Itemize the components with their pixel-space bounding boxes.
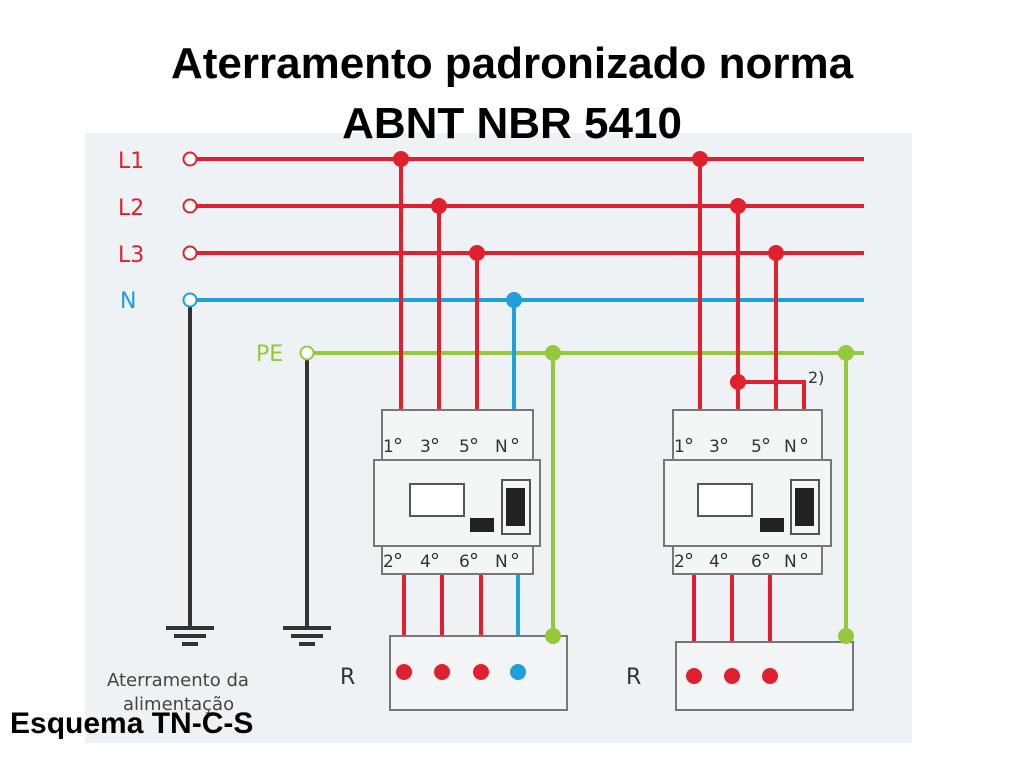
- device-1-junctions: [393, 151, 561, 361]
- terminal-l3: [182, 245, 198, 261]
- svg-text:N: N: [495, 552, 508, 572]
- device-1-indicator: [409, 483, 465, 517]
- svg-text:2: 2: [674, 552, 685, 572]
- device-1-breaker: [373, 409, 541, 575]
- device-1-top-terminals: 1 3 5 N: [383, 437, 519, 457]
- svg-text:3: 3: [420, 437, 431, 457]
- page-title: Aterramento padronizado norma ABNT NBR 5…: [0, 34, 1024, 154]
- ground-symbol-2: [283, 626, 331, 646]
- device-1-button: [470, 518, 494, 532]
- terminal-l1: [182, 151, 198, 167]
- title-line-2: ABNT NBR 5410: [342, 99, 682, 148]
- device-2-button: [760, 518, 784, 532]
- svg-text:4: 4: [420, 552, 431, 572]
- ground-symbol-1: [166, 626, 214, 646]
- device-2-top-terminals: 1 3 5 N: [674, 437, 808, 457]
- svg-text:2: 2: [383, 552, 394, 572]
- svg-text:6: 6: [459, 552, 470, 572]
- terminal-l2: [182, 198, 198, 214]
- device-2-junctions: [692, 151, 854, 390]
- svg-text:5: 5: [459, 437, 470, 457]
- label-l1: L1: [118, 149, 144, 174]
- device-1-bottom-terminals: 2 4 6 N: [383, 552, 519, 572]
- label-pe: PE: [256, 342, 283, 367]
- scheme-label: Esquema TN-C-S: [10, 707, 254, 740]
- svg-text:N: N: [784, 437, 797, 457]
- svg-text:1: 1: [674, 437, 685, 457]
- terminal-n: [182, 292, 198, 308]
- device-2-note: 2): [808, 368, 824, 387]
- device-2-load-label: R: [626, 665, 641, 690]
- ground-caption-line-1: Aterramento da: [107, 670, 249, 691]
- svg-text:N: N: [495, 437, 508, 457]
- label-l2: L2: [118, 196, 144, 221]
- label-n: N: [120, 289, 136, 314]
- svg-text:3: 3: [709, 437, 720, 457]
- label-l3: L3: [118, 243, 144, 268]
- svg-text:6: 6: [751, 552, 762, 572]
- svg-text:N: N: [784, 552, 797, 572]
- device-2-lever: [795, 488, 814, 526]
- terminal-pe: [299, 345, 315, 361]
- svg-text:4: 4: [709, 552, 720, 572]
- ground-caption-line-2: alimentação: [123, 694, 234, 715]
- device-2-load: [675, 628, 854, 711]
- device-2-breaker: [663, 409, 832, 575]
- svg-text:5: 5: [751, 437, 762, 457]
- device-1-load: [389, 628, 568, 711]
- device-1-load-label: R: [340, 665, 355, 690]
- device-1-lever: [506, 488, 525, 526]
- svg-text:1: 1: [383, 437, 394, 457]
- title-line-1: Aterramento padronizado norma: [170, 39, 854, 88]
- device-2-indicator: [697, 483, 753, 517]
- device-2-bottom-terminals: 2 4 6 N: [674, 552, 808, 572]
